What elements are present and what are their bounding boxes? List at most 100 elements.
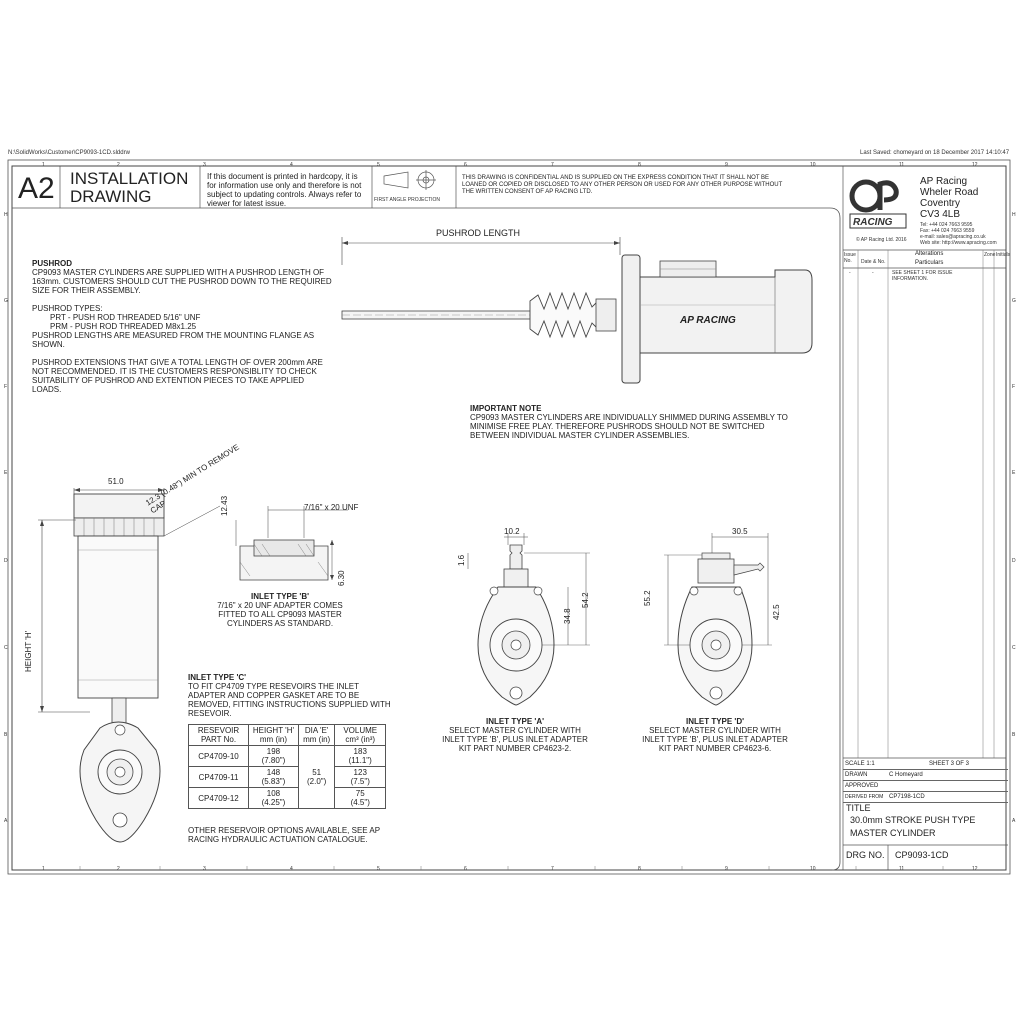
row-label: C <box>4 645 8 651</box>
svg-text:AP RACING: AP RACING <box>679 315 736 326</box>
side-view-drawing <box>38 488 221 843</box>
pushrod-types-heading: PUSHROD TYPES: <box>32 304 103 313</box>
col-label: 2 <box>117 162 120 168</box>
col-label: 8 <box>638 162 641 168</box>
inlet-a-dim3: 54.2 <box>581 592 590 608</box>
drawn-row: DRAWN C Homeyard <box>843 770 1008 781</box>
drawn-label: DRAWN <box>845 772 868 778</box>
inlet-b-detail <box>235 506 348 581</box>
col-label: 6 <box>464 162 467 168</box>
cell-part: CP4709-11 <box>187 766 250 788</box>
col-label: 10 <box>810 162 816 168</box>
col-label: 5 <box>377 162 380 168</box>
col-label: 3 <box>203 866 206 872</box>
pushrod-type1: PRT - PUSH ROD THREADED 5/16" UNF <box>50 313 201 322</box>
inlet-d-drawing <box>664 533 772 706</box>
derived-label: DERIVED FROM <box>845 794 884 800</box>
table-row: CP4709-12 108(4.25") 75(4.5") <box>187 787 386 809</box>
table-row: CP4709-10 198(7.80") 51(2.0") 183(11.1") <box>187 745 386 809</box>
row-label: F <box>1012 384 1016 390</box>
inlet-b-text: 7/16" x 20 UNF ADAPTER COMES FITTED TO A… <box>217 601 343 628</box>
width-dim: 51.0 <box>108 477 124 486</box>
title-line1: INSTALLATION <box>70 169 189 188</box>
drawing-title-line1: 30.0mm STROKE PUSH TYPE <box>850 815 976 825</box>
company-fax: Fax: +44 024 7663 9559 <box>920 228 975 234</box>
zone-label: Zone <box>984 252 996 258</box>
col-label: 3 <box>203 162 206 168</box>
col-label: 11 <box>899 866 905 872</box>
projection-label: FIRST ANGLE PROJECTION <box>374 197 441 203</box>
row-label: G <box>4 298 8 304</box>
drg-number: CP9093-1CD <box>895 850 949 860</box>
company-postcode: CV3 4LB <box>920 209 961 220</box>
scale: SCALE 1:1 <box>845 761 875 767</box>
cell-volume: 123(7.5") <box>334 766 386 788</box>
derived-value: CP7198-1CD <box>889 794 925 800</box>
important-text: CP9093 MASTER CYLINDERS ARE INDIVIDUALLY… <box>470 413 788 440</box>
inlet-d-text: SELECT MASTER CYLINDER WITH INLET TYPE '… <box>642 726 788 753</box>
file-path: N:\SolidWorks\Customer\CP9093-1CD.slddrw <box>8 150 130 156</box>
height-h-label: HEIGHT 'H' <box>24 630 33 672</box>
inlet-a-dim1: 1.6 <box>457 554 466 566</box>
initials-label: Initials <box>996 252 1011 258</box>
col-label: 10 <box>810 866 816 872</box>
th-volume: VOLUME cm³ (in³) <box>334 724 386 746</box>
th-dia: DIA 'E' mm (in) <box>297 724 336 746</box>
company-address1: Wheler Road <box>920 187 979 198</box>
scale-row: SCALE 1:1 SHEET 3 OF 3 <box>843 759 1008 770</box>
row-label: E <box>1012 470 1016 476</box>
row-label: G <box>1012 298 1016 304</box>
pushrod-para2: PUSHROD LENGTHS ARE MEASURED FROM THE MO… <box>32 331 315 349</box>
col-label: 2 <box>117 866 120 872</box>
row-label: H <box>4 212 8 218</box>
col-label: 9 <box>725 162 728 168</box>
inlet-d-heading: INLET TYPE 'D' <box>685 717 745 726</box>
inlet-b-heading: INLET TYPE 'B' <box>250 592 310 601</box>
cell-height: 108(4.25") <box>248 787 299 809</box>
reservoir-table: RESEVOIR PART No. HEIGHT 'H' mm (in) DIA… <box>187 724 386 809</box>
drg-label: DRG NO. <box>846 850 885 860</box>
col-label: 12 <box>972 162 978 168</box>
sheet-number: SHEET 3 OF 3 <box>929 761 969 767</box>
row-label: B <box>1012 732 1016 738</box>
col-label: 7 <box>551 162 554 168</box>
company-tel: Tel: +44 024 7663 9595 <box>920 222 973 228</box>
col-label: 8 <box>638 866 641 872</box>
date-label: Date & No. <box>861 259 886 265</box>
cell-volume: 183(11.1") <box>334 745 386 767</box>
inlet-b-thread: 7/16" x 20 UNF <box>304 503 359 512</box>
inlet-c-text: TO FIT CP4709 TYPE RESEVOIRS THE INLET A… <box>188 682 391 718</box>
title-label: TITLE <box>846 803 871 813</box>
row-label: F <box>4 384 8 390</box>
inlet-d-dim2: 42.5 <box>772 604 781 620</box>
company-address2: Coventry <box>920 198 961 209</box>
last-saved: Last Saved: chomeyard on 18 December 201… <box>860 150 1010 156</box>
cell-height: 148(5.83") <box>248 766 299 788</box>
drawing-title-line2: MASTER CYLINDER <box>850 828 936 838</box>
inlet-b-dim6: 6.30 <box>337 570 346 586</box>
particulars-label: Particulars <box>915 260 944 266</box>
inlet-a-dim-top: 10.2 <box>504 527 520 536</box>
inlet-d-dim1: 55.2 <box>643 590 652 606</box>
important-heading: IMPORTANT NOTE <box>470 404 542 413</box>
projection-symbol <box>383 170 436 190</box>
cell-part: CP4709-12 <box>187 787 250 809</box>
pushrod-type2: PRM - PUSH ROD THREADED M8x1.25 <box>50 322 197 331</box>
row-label: A <box>1012 818 1016 824</box>
row-label: D <box>1012 558 1016 564</box>
col-label: 1 <box>42 866 45 872</box>
issue-no-label: Issue No. <box>844 252 856 264</box>
company-web: Web site: http://www.apracing.com <box>920 240 997 246</box>
th-part: RESEVOIR PART No. <box>187 724 250 746</box>
pushrod-length-label: PUSHROD LENGTH <box>436 228 521 238</box>
drawn-value: C Homeyard <box>889 772 923 778</box>
row-label: D <box>4 558 8 564</box>
col-label: 1 <box>42 162 45 168</box>
logo-text: RACING <box>853 217 893 228</box>
approved-label: APPROVED <box>845 783 879 789</box>
col-label: 9 <box>725 866 728 872</box>
pushrod-heading: PUSHROD <box>32 259 73 268</box>
inlet-a-dim2: 34.8 <box>563 608 572 624</box>
derived-row: DERIVED FROM CP7198-1CD <box>843 792 1008 803</box>
